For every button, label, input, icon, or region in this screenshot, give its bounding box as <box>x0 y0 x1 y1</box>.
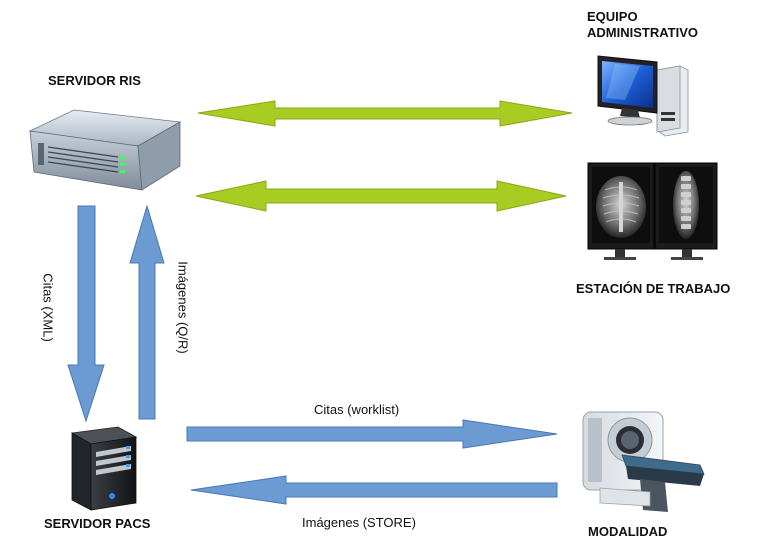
pacs-to-modality-caption: Citas (worklist) <box>314 402 400 417</box>
ct-scanner-icon <box>582 411 705 512</box>
modality-label: MODALIDAD <box>588 524 668 539</box>
workstation-label: ESTACIÓN DE TRABAJO <box>576 281 731 296</box>
pacs-to-ris-caption: Imágenes (Q/R) <box>175 261 191 354</box>
ris-admin-double-arrow <box>197 100 573 127</box>
tower-server-icon <box>70 426 138 511</box>
desktop-computer-icon <box>597 55 689 137</box>
pacs-to-ris-arrow <box>129 204 165 420</box>
server-icon <box>28 109 182 191</box>
ris-to-pacs-caption: Citas (XML) <box>40 273 56 342</box>
admin-equipment-label-line1: EQUIPO <box>587 9 638 24</box>
modality-to-pacs-caption: Imágenes (STORE) <box>302 515 416 530</box>
ris-to-pacs-arrow <box>67 205 105 423</box>
pacs-to-modality-arrow <box>186 419 558 449</box>
ris-workstation-double-arrow <box>195 180 567 212</box>
dual-monitor-xray-icon <box>587 162 718 260</box>
modality-to-pacs-arrow <box>190 475 558 505</box>
pacs-server-label: SERVIDOR PACS <box>44 516 151 531</box>
ris-server-label: SERVIDOR RIS <box>48 73 141 88</box>
admin-equipment-label-line2: ADMINISTRATIVO <box>587 25 698 40</box>
